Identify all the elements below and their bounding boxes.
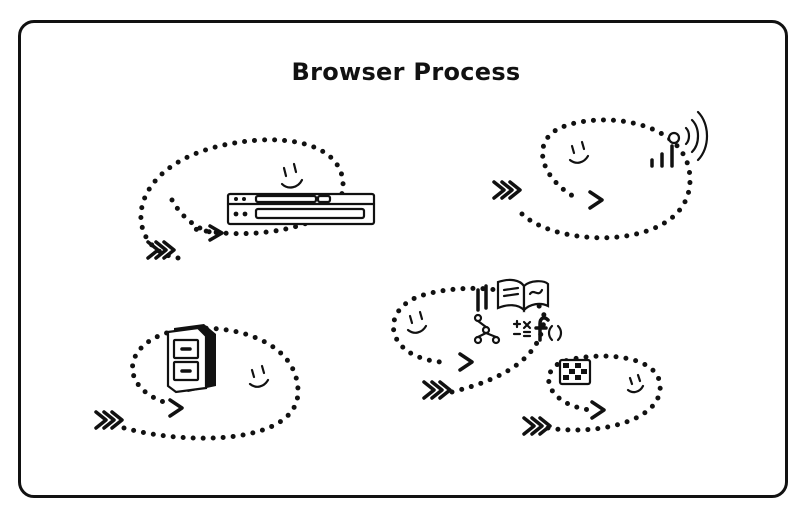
chevron-arrows-icon bbox=[146, 240, 176, 260]
process-thread-renderer bbox=[391, 278, 563, 400]
process-thread-network bbox=[492, 110, 709, 241]
plugin-grid-icon bbox=[558, 358, 592, 386]
chevron-arrows-icon bbox=[522, 416, 552, 436]
diagram-title: Browser Process bbox=[291, 58, 521, 86]
smiley-face-icon bbox=[280, 162, 304, 189]
file-cabinet-icon bbox=[166, 324, 216, 394]
process-thread-storage bbox=[94, 324, 301, 441]
network-signal-icon bbox=[650, 110, 709, 168]
smiley-face-icon bbox=[568, 140, 590, 164]
process-thread-browser-ui bbox=[138, 137, 376, 261]
chevron-arrows-icon bbox=[492, 180, 522, 200]
browser-process-frame bbox=[18, 20, 788, 498]
browser-window-icon bbox=[226, 192, 376, 226]
smiley-face-icon bbox=[626, 373, 645, 394]
chevron-arrows-icon bbox=[422, 380, 452, 400]
process-thread-plugin bbox=[522, 353, 663, 436]
chevron-arrows-icon bbox=[94, 410, 124, 430]
renderer-code-icon bbox=[473, 278, 563, 345]
smiley-face-icon bbox=[248, 364, 270, 388]
smiley-face-icon bbox=[406, 310, 428, 334]
